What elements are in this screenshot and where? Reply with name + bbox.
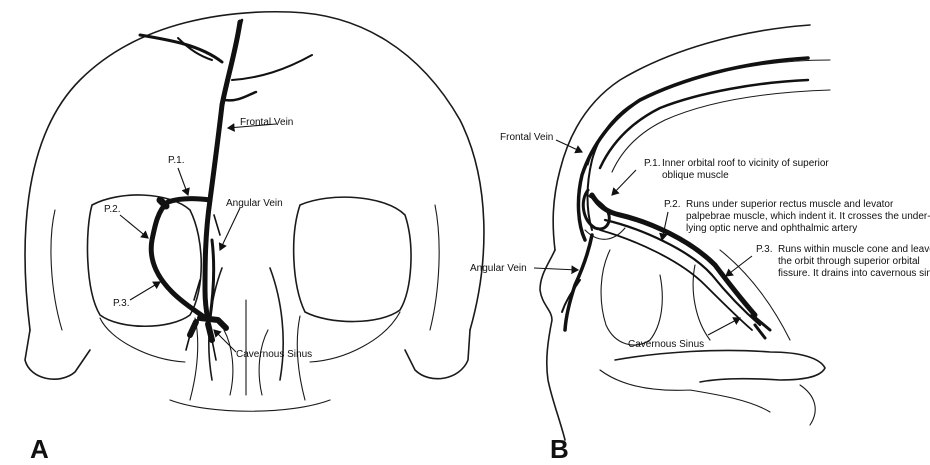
arrow-cavernous-sinus-a bbox=[214, 330, 236, 352]
arrow-p3-a bbox=[130, 282, 160, 300]
vein-right-branch bbox=[225, 92, 256, 100]
label-cavernous-sinus-a: Cavernous Sinus bbox=[236, 349, 312, 360]
label-p2-line3-b: lying optic nerve and ophthalmic artery bbox=[686, 223, 857, 234]
label-angular-vein-a: Angular Vein bbox=[226, 198, 283, 209]
maxilla-left bbox=[100, 318, 198, 400]
label-p3-line3-b: fissure. It drains into cavernous sinus bbox=[778, 268, 930, 279]
zygomatic-arch-b bbox=[615, 350, 825, 382]
arrow-angular-vein-a bbox=[220, 208, 240, 250]
maxilla-lower bbox=[170, 400, 330, 411]
cavernous-sinus-b bbox=[752, 315, 770, 338]
orbit-right-a bbox=[294, 197, 411, 321]
label-p1-a: P.1. bbox=[168, 155, 185, 166]
panel-b: Frontal Vein Angular Vein Cavernous Sinu… bbox=[470, 25, 930, 464]
frontal-vein-b-outer bbox=[588, 100, 641, 230]
skull-zygoma-right bbox=[405, 330, 470, 379]
maxilla-b bbox=[600, 370, 770, 412]
label-frontal-vein-a: Frontal Vein bbox=[240, 117, 293, 128]
skull-temporal-left bbox=[51, 210, 62, 330]
label-cavernous-sinus-b: Cavernous Sinus bbox=[628, 339, 704, 350]
panel-letter-a: A bbox=[30, 434, 49, 464]
vein-branch-top-right bbox=[232, 55, 312, 80]
label-p1-title-b: P.1. bbox=[644, 158, 661, 169]
panel-a: Frontal Vein P.1. P.2. P.3. Angular Vein… bbox=[25, 12, 484, 464]
label-p3-line2-b: the orbit through superior orbital bbox=[778, 256, 920, 267]
label-p2-line2-b: palpebrae muscle, which indent it. It cr… bbox=[686, 211, 930, 222]
ophthalmic-vein-b-parallel bbox=[605, 220, 760, 325]
angular-vein-a bbox=[210, 240, 214, 318]
skull-outline-a bbox=[25, 12, 484, 330]
arrow-p2-a bbox=[120, 215, 148, 238]
arrow-angular-vein-b bbox=[534, 268, 578, 270]
skull-zygoma-left bbox=[25, 330, 90, 379]
label-p2-a: P.2. bbox=[104, 204, 121, 215]
vein-branch-top-left bbox=[140, 35, 222, 62]
label-frontal-vein-b: Frontal Vein bbox=[500, 132, 553, 143]
frontal-vein-a bbox=[205, 22, 240, 320]
arrow-p1-b bbox=[612, 170, 636, 195]
label-p2-line1-b: Runs under superior rectus muscle and le… bbox=[686, 199, 894, 210]
arrow-p1-a bbox=[178, 168, 188, 195]
label-p3-a: P.3. bbox=[113, 298, 130, 309]
label-p2-title-b: P.2. bbox=[664, 199, 681, 210]
orbit-b bbox=[601, 250, 662, 345]
label-p3-title-b: P.3. bbox=[756, 244, 773, 255]
vein-knot bbox=[160, 200, 166, 206]
label-angular-vein-b: Angular Vein bbox=[470, 263, 527, 274]
label-p1-line1-b: Inner orbital roof to vicinity of superi… bbox=[662, 158, 829, 169]
face-profile-b bbox=[540, 250, 565, 440]
label-p1-line2-b: oblique muscle bbox=[662, 170, 729, 181]
panel-letter-b: B bbox=[550, 434, 569, 464]
label-p3-line1-b: Runs within muscle cone and leaves bbox=[778, 244, 930, 255]
arrow-cavernous-sinus-b bbox=[708, 318, 740, 335]
arrow-p2-b bbox=[662, 212, 668, 240]
skull-temporal-right bbox=[430, 205, 439, 330]
maxilla-right bbox=[297, 312, 400, 400]
skull-base-b bbox=[800, 385, 815, 425]
